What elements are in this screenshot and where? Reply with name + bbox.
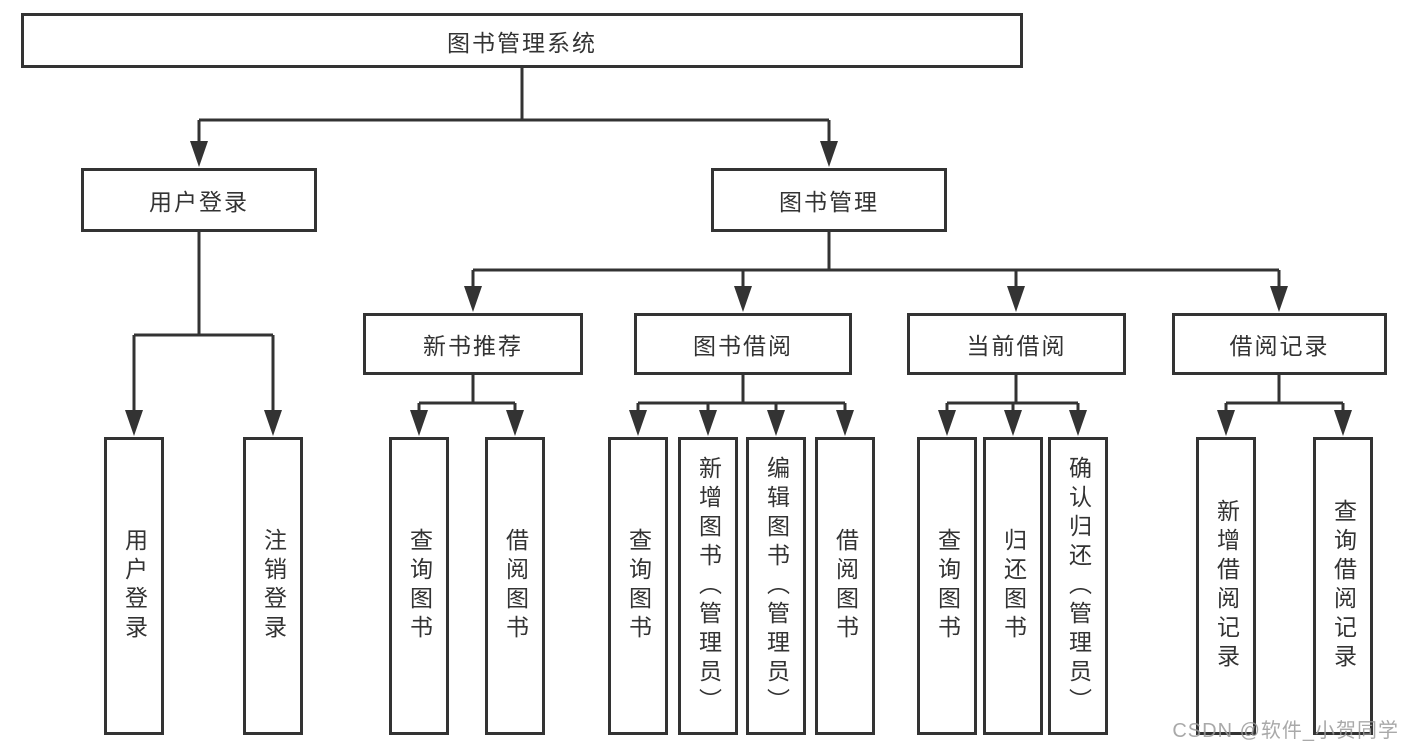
node-leaf-nb-borrow-books: 借阅图书 (485, 437, 545, 735)
node-leaf-br-query-borrow-record: 查询借阅记录 (1313, 437, 1373, 735)
node-leaf-bb-add-books-admin: 新增图书（管理员） (678, 437, 738, 735)
node-leaf-bb-borrow-books-label: 借阅图书 (832, 528, 859, 644)
node-leaf-logout: 注销登录 (243, 437, 303, 735)
node-book-management: 图书管理 (711, 168, 947, 232)
node-leaf-cb-query-books: 查询图书 (917, 437, 977, 735)
node-leaf-bb-query-books: 查询图书 (608, 437, 668, 735)
node-leaf-bb-edit-books-admin: 编辑图书（管理员） (746, 437, 806, 735)
node-leaf-cb-confirm-return-admin: 确认归还（管理员） (1048, 437, 1108, 735)
node-book-borrow-label: 图书借阅 (693, 333, 793, 359)
node-leaf-user-login-label: 用户登录 (121, 528, 148, 644)
node-leaf-nb-query-books-label: 查询图书 (406, 528, 433, 644)
node-leaf-user-login: 用户登录 (104, 437, 164, 735)
node-leaf-bb-query-books-label: 查询图书 (625, 528, 652, 644)
node-leaf-cb-return-books-label: 归还图书 (1000, 528, 1027, 644)
node-current-borrow: 当前借阅 (907, 313, 1126, 375)
node-book-borrow: 图书借阅 (634, 313, 852, 375)
node-root-label: 图书管理系统 (447, 29, 597, 56)
node-leaf-br-query-borrow-record-label: 查询借阅记录 (1330, 499, 1357, 673)
node-borrow-records: 借阅记录 (1172, 313, 1387, 375)
node-leaf-nb-query-books: 查询图书 (389, 437, 449, 735)
node-leaf-bb-borrow-books: 借阅图书 (815, 437, 875, 735)
node-new-book-recommend-label: 新书推荐 (423, 333, 523, 359)
node-current-borrow-label: 当前借阅 (966, 333, 1067, 359)
node-leaf-br-add-borrow-record: 新增借阅记录 (1196, 437, 1256, 735)
node-book-management-label: 图书管理 (779, 189, 879, 215)
node-leaf-logout-label: 注销登录 (260, 528, 287, 644)
watermark: CSDN @软件_小贺同学 (1172, 720, 1399, 742)
node-leaf-cb-confirm-return-admin-label: 确认归还（管理员） (1065, 455, 1092, 717)
node-user-login-label: 用户登录 (149, 189, 249, 215)
node-leaf-bb-edit-books-admin-label: 编辑图书（管理员） (763, 455, 790, 717)
node-root: 图书管理系统 (21, 13, 1023, 68)
node-leaf-cb-query-books-label: 查询图书 (934, 528, 961, 644)
node-new-book-recommend: 新书推荐 (363, 313, 583, 375)
node-user-login: 用户登录 (81, 168, 317, 232)
node-borrow-records-label: 借阅记录 (1229, 333, 1330, 359)
node-leaf-cb-return-books: 归还图书 (983, 437, 1043, 735)
node-leaf-br-add-borrow-record-label: 新增借阅记录 (1213, 499, 1240, 673)
node-leaf-bb-add-books-admin-label: 新增图书（管理员） (695, 455, 722, 717)
node-leaf-nb-borrow-books-label: 借阅图书 (502, 528, 529, 644)
